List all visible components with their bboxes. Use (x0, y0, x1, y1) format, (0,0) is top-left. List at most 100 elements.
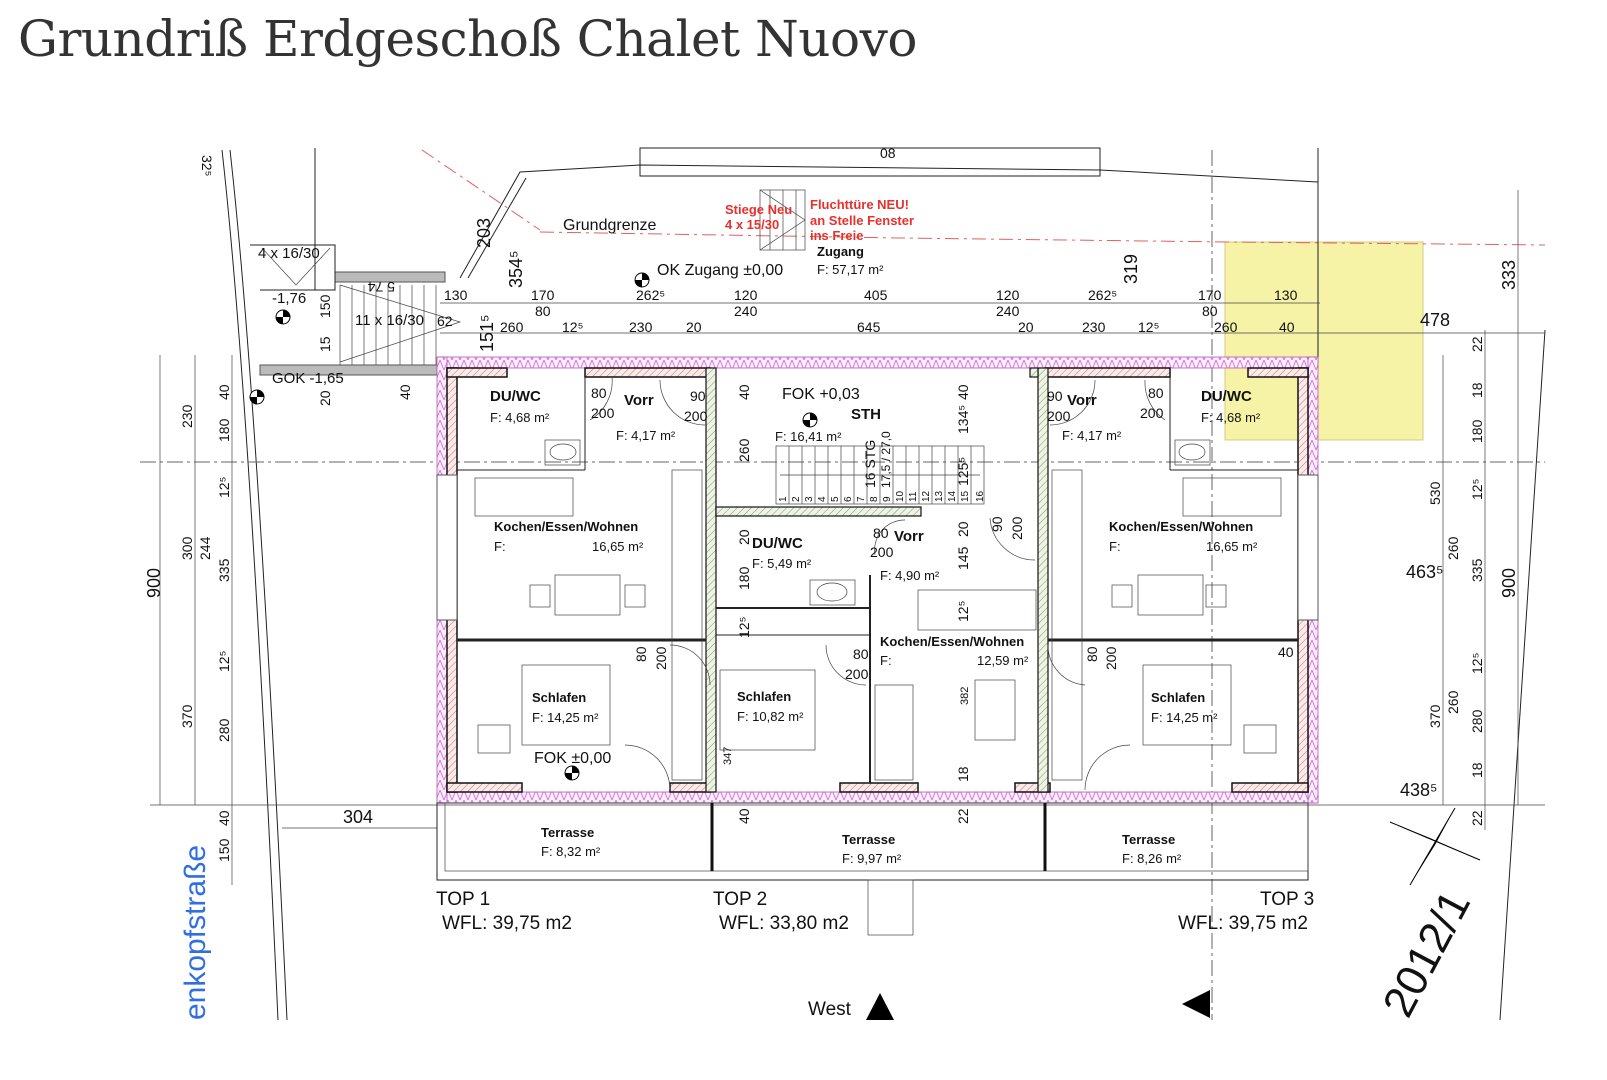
svg-text:130: 130 (1274, 287, 1298, 303)
svg-text:F: 8,26 m²: F: 8,26 m² (1122, 851, 1182, 866)
highlight-area (1224, 241, 1424, 441)
unit-wfl: WFL: 39,75 m2 (442, 913, 572, 934)
svg-text:90: 90 (989, 516, 1005, 532)
room-vorr: Vorr (894, 528, 924, 545)
svg-text:230: 230 (629, 319, 653, 335)
svg-text:478: 478 (1420, 310, 1450, 330)
svg-text:F: 4,17 m²: F: 4,17 m² (1062, 428, 1122, 443)
dimension-lines (150, 190, 1545, 885)
upper-stair-spec: 4 x 16/30 (258, 245, 320, 262)
svg-text:335: 335 (216, 558, 232, 582)
svg-text:40: 40 (1278, 644, 1294, 660)
svg-text:230: 230 (1082, 319, 1106, 335)
gok-level: GOK -1,65 (272, 370, 344, 387)
grundgrenze-label: Grundgrenze (563, 217, 656, 234)
svg-text:150: 150 (317, 294, 333, 318)
unit-top1: DU/WC F: 4,68 m² Vorr F: 4,17 m² Kochen/… (436, 385, 708, 934)
svg-text:F:: F: (494, 539, 506, 554)
unit-wfl: WFL: 33,80 m2 (719, 913, 849, 934)
svg-text:40: 40 (736, 384, 752, 400)
svg-text:262⁵: 262⁵ (636, 287, 665, 303)
svg-text:463⁵: 463⁵ (1406, 562, 1444, 582)
svg-text:170: 170 (1198, 287, 1222, 303)
svg-text:200: 200 (1009, 516, 1025, 540)
unit-top2: FOK +0,03 STH F: 16,41 m² 16 STG 17,5 / … (713, 384, 1029, 934)
top-mark: 08 (880, 145, 896, 161)
svg-text:18: 18 (1469, 762, 1485, 778)
svg-text:200: 200 (1140, 405, 1164, 421)
svg-text:260: 260 (500, 319, 524, 335)
svg-text:9: 9 (882, 496, 893, 502)
svg-text:900: 900 (144, 568, 164, 598)
svg-text:12⁵: 12⁵ (1469, 653, 1485, 674)
dimensions-right: 333 22 18 180 12⁵ 530 260 335 900 12⁵ 37… (1427, 260, 1519, 826)
svg-text:16: 16 (975, 490, 986, 502)
level-marker-icons (249, 272, 818, 781)
svg-text:15: 15 (960, 490, 971, 502)
svg-text:17,5 / 27,0: 17,5 / 27,0 (879, 431, 893, 488)
zugang-area: F: 57,17 m² (817, 262, 884, 277)
svg-text:180: 180 (216, 418, 232, 442)
svg-text:203: 203 (474, 218, 494, 248)
room-sth: STH (851, 406, 881, 423)
svg-text:151⁵: 151⁵ (477, 315, 497, 353)
svg-text:40: 40 (216, 810, 232, 826)
zugang-label: Zugang (817, 244, 864, 259)
svg-text:12⁵: 12⁵ (216, 651, 232, 672)
svg-text:80: 80 (633, 646, 649, 662)
svg-text:90: 90 (690, 388, 706, 404)
svg-text:80: 80 (873, 525, 889, 541)
svg-text:6: 6 (843, 496, 854, 502)
unit-label: TOP 2 (713, 889, 767, 910)
north-compass-icon (1389, 807, 1481, 886)
svg-text:125⁵: 125⁵ (955, 457, 971, 486)
svg-text:8: 8 (869, 496, 880, 502)
svg-text:180: 180 (1469, 419, 1485, 443)
svg-text:120: 120 (996, 287, 1020, 303)
svg-text:10: 10 (895, 490, 906, 502)
stiege-neu-size: 4 x 15/30 (725, 217, 779, 232)
svg-text:15: 15 (317, 336, 333, 352)
svg-text:530: 530 (1427, 481, 1443, 505)
room-kochen: Kochen/Essen/Wohnen (1109, 519, 1253, 534)
svg-text:F: 4,90 m²: F: 4,90 m² (880, 568, 940, 583)
building (436, 356, 1319, 936)
svg-text:280: 280 (216, 718, 232, 742)
svg-text:40: 40 (736, 808, 752, 824)
room-kochen: Kochen/Essen/Wohnen (494, 519, 638, 534)
svg-text:354⁵: 354⁵ (506, 251, 526, 289)
unit-wfl: WFL: 39,75 m2 (1178, 913, 1308, 934)
room-vorr: Vorr (1067, 392, 1097, 409)
ok-zugang-level: OK Zugang ±0,00 (657, 262, 783, 279)
svg-text:3: 3 (804, 496, 815, 502)
svg-text:20: 20 (317, 390, 333, 406)
svg-text:12⁵: 12⁵ (1469, 479, 1485, 500)
svg-text:130: 130 (444, 287, 468, 303)
svg-text:200: 200 (684, 408, 708, 424)
svg-text:80: 80 (1148, 385, 1164, 401)
svg-text:260: 260 (1214, 319, 1238, 335)
svg-text:14: 14 (947, 490, 958, 502)
svg-text:200: 200 (1103, 646, 1119, 670)
lower-stair-spec: 11 x 16/30 (355, 312, 424, 329)
svg-text:405: 405 (864, 287, 888, 303)
svg-text:2: 2 (791, 496, 802, 502)
svg-text:12⁵: 12⁵ (736, 617, 752, 638)
svg-text:12⁵: 12⁵ (1138, 319, 1159, 335)
svg-text:150: 150 (216, 838, 232, 862)
svg-text:62: 62 (437, 313, 453, 329)
svg-text:12⁵: 12⁵ (562, 319, 583, 335)
terrasse: Terrasse (1122, 832, 1175, 847)
svg-text:18: 18 (1469, 382, 1485, 398)
svg-text:40: 40 (955, 384, 971, 400)
page-title: Grundriß Erdgeschoß Chalet Nuovo (18, 10, 917, 68)
fluchttuer-note-2: an Stelle Fenster (810, 213, 914, 228)
svg-text:13: 13 (934, 490, 945, 502)
svg-text:5: 5 (830, 496, 841, 502)
svg-text:145: 145 (955, 546, 971, 570)
svg-text:120: 120 (734, 287, 758, 303)
room-schlafen: Schlafen (1151, 690, 1205, 705)
svg-text:244: 244 (197, 536, 213, 560)
room-vorr: Vorr (624, 392, 654, 409)
svg-text:16,65 m²: 16,65 m² (1206, 539, 1258, 554)
